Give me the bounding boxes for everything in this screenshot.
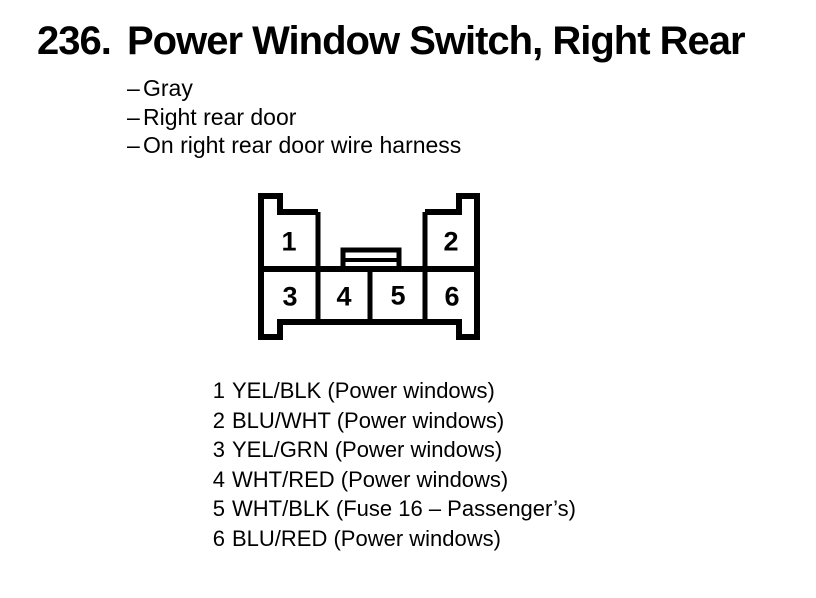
bullet-dash: – (127, 75, 140, 101)
pin-row: 2 BLU/WHT (Power windows) (212, 406, 576, 436)
note-item: – Gray (127, 74, 461, 103)
pin-number: 1 (212, 378, 225, 403)
pin-number: 3 (212, 437, 225, 463)
note-text: Right rear door (143, 103, 297, 130)
pin-list: 1 YEL/BLK (Power windows) 2 BLU/WHT (Pow… (212, 376, 576, 554)
cavity-number-2: 2 (443, 226, 459, 257)
cavity-number-5: 5 (390, 280, 406, 311)
pin-label: WHT/BLK (Fuse 16 – Passenger’s) (232, 496, 576, 522)
bullet-dash: – (127, 103, 140, 130)
cavity-number-1: 1 (281, 226, 297, 257)
pin-number: 6 (212, 525, 225, 551)
cavity-number-3: 3 (282, 281, 298, 312)
connector-notes: – Gray – Right rear door – On right rear… (127, 74, 461, 160)
pin-label: YEL/BLK (Power windows) (232, 378, 495, 403)
pin-label: BLU/RED (Power windows) (232, 525, 501, 551)
pin-row: 5 WHT/BLK (Fuse 16 – Passenger’s) (212, 494, 576, 524)
pin-row: 4 WHT/RED (Power windows) (212, 465, 576, 495)
pin-label: BLU/WHT (Power windows) (232, 407, 505, 433)
pin-row: 3 YEL/GRN (Power windows) (212, 435, 576, 465)
cavity-number-6: 6 (444, 281, 460, 312)
pin-number: 4 (212, 466, 225, 492)
pin-label: YEL/GRN (Power windows) (232, 437, 503, 463)
cavity-number-4: 4 (336, 281, 352, 312)
pin-number: 5 (212, 496, 225, 522)
pin-number: 2 (212, 407, 225, 433)
pin-row: 1 YEL/BLK (Power windows) (212, 376, 576, 406)
page-title: Power Window Switch, Right Rear (127, 19, 746, 63)
pin-label: WHT/RED (Power windows) (232, 466, 509, 492)
note-item: – On right rear door wire harness (127, 131, 461, 160)
pin-row: 6 BLU/RED (Power windows) (212, 524, 576, 554)
bullet-dash: – (127, 132, 140, 159)
connector-outline (258, 193, 480, 340)
note-text: Gray (143, 75, 193, 101)
note-text: On right rear door wire harness (143, 132, 462, 159)
section-number: 236. (37, 19, 112, 63)
note-item: – Right rear door (127, 103, 461, 132)
connector-diagram: 1 2 3 4 5 6 (250, 186, 490, 346)
